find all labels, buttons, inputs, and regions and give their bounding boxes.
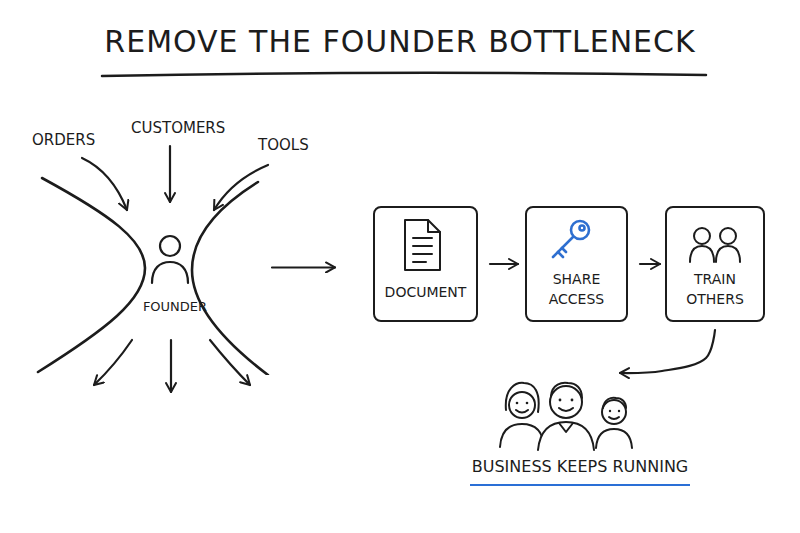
- document-icon: [405, 220, 440, 270]
- input-arrow: [214, 165, 268, 210]
- funnel-outline: [28, 160, 272, 375]
- node-label: TRAIN OTHERS: [671, 269, 759, 309]
- page-lines: [413, 238, 432, 262]
- input-arrows: [82, 146, 268, 210]
- step-box: TRAIN OTHERS: [665, 206, 765, 322]
- flow-arrow: [272, 266, 335, 268]
- output-arrows: [94, 340, 250, 392]
- diagram-title: REMOVE THE FOUNDER BOTTLENECK: [0, 23, 800, 61]
- input-label: CUSTOMERS: [131, 119, 225, 137]
- output-arrow: [210, 340, 250, 385]
- title-underline: [102, 73, 706, 76]
- kid-shoulders: [596, 429, 632, 448]
- funnel-curve: [192, 182, 268, 375]
- man-head: [550, 386, 582, 418]
- input-label: ORDERS: [32, 131, 95, 149]
- kid-head: [602, 400, 626, 424]
- node-label: DOCUMENT: [379, 282, 472, 302]
- key-hole: [580, 226, 585, 231]
- eye: [526, 402, 529, 405]
- node-label: SHARE ACCESS: [531, 269, 622, 309]
- key-teeth: [558, 248, 566, 257]
- node-text-area: DOCUMENT: [379, 282, 472, 302]
- smile: [609, 417, 619, 419]
- person-head: [720, 228, 736, 244]
- flow-arrow: [620, 330, 715, 373]
- flow-arrow: [640, 263, 660, 265]
- eye: [516, 402, 519, 405]
- input-arrow: [169, 146, 171, 202]
- kid-hair: [603, 398, 626, 408]
- node-text-area: TRAIN OTHERS: [671, 269, 759, 309]
- man-shoulders: [538, 422, 594, 450]
- man-collar: [559, 423, 573, 432]
- woman-shoulders: [500, 424, 544, 447]
- key-icon: [553, 221, 589, 257]
- eye: [609, 410, 611, 412]
- page-outline: [405, 220, 440, 270]
- page-fold: [428, 220, 440, 232]
- team-group: BUSINESS KEEPS RUNNING: [455, 375, 705, 493]
- bottleneck-funnel: FOUNDER: [28, 160, 272, 375]
- eye: [559, 399, 562, 402]
- founder-icon: [152, 236, 188, 283]
- node-label: BUSINESS KEEPS RUNNING: [470, 457, 691, 486]
- person-body: [716, 246, 740, 262]
- node-text-area: BUSINESS KEEPS RUNNING: [455, 457, 705, 486]
- node-text-area: SHARE ACCESS: [531, 269, 622, 309]
- input-arrow: [82, 158, 127, 210]
- woman-head: [509, 392, 535, 418]
- node-label: FOUNDER: [135, 299, 215, 315]
- step-box: DOCUMENT: [373, 206, 478, 322]
- person-body: [152, 262, 188, 283]
- input-label: TOOLS: [258, 136, 309, 154]
- flow-arrow: [490, 263, 518, 265]
- funnel-curve: [38, 178, 145, 372]
- eye: [571, 399, 574, 402]
- smile: [559, 408, 573, 411]
- man-hair: [551, 383, 582, 398]
- node-text-area: FOUNDER: [135, 299, 215, 315]
- output-arrow: [170, 340, 172, 392]
- team-icon: [690, 228, 740, 262]
- eye: [618, 410, 620, 412]
- person-body: [690, 246, 714, 262]
- step-box: SHARE ACCESS: [525, 206, 628, 322]
- person-head: [694, 228, 710, 244]
- output-arrow: [94, 340, 132, 385]
- smile: [516, 410, 528, 413]
- person-head: [160, 236, 180, 256]
- team-people: [500, 383, 632, 450]
- key-shaft: [553, 237, 573, 257]
